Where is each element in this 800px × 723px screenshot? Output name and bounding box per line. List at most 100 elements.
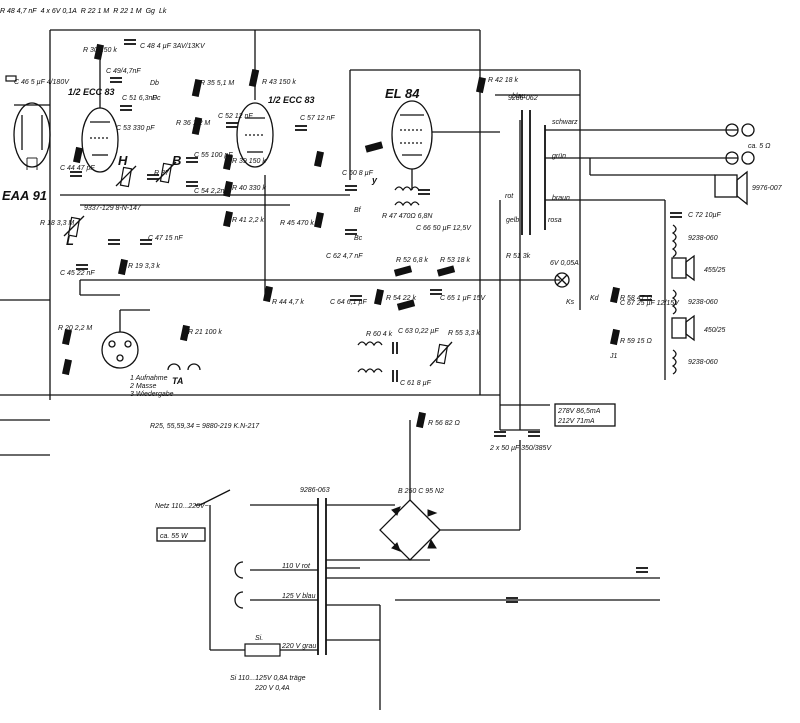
label-b: B — [172, 153, 181, 168]
r54-label: R 54 22 k — [386, 295, 416, 302]
spk-cap-label: C 72 10µF — [688, 212, 722, 219]
c53-label: C 53 330 pF — [116, 125, 155, 132]
r20-label: R 20 2,2 M — [58, 325, 92, 332]
wire-rot: rot — [505, 193, 514, 200]
wire-rosa: rosa — [548, 217, 562, 224]
fuse-spec-1: Si 110...125V 0,8A träge — [230, 675, 306, 682]
ta-pin-1: 1 Aufnahme — [130, 375, 168, 382]
r53-label: R 53 18 k — [440, 257, 470, 264]
fuse — [244, 643, 281, 657]
c68-69-label: 2 x 50 µF 350/385V — [489, 445, 552, 452]
rated-label: ca. 55 W — [160, 533, 189, 540]
tap-220: 220 V grau — [281, 643, 316, 650]
c61-label: C 61 8 µF — [400, 380, 432, 387]
tube-el84 — [391, 100, 500, 190]
voltage-boxes — [554, 403, 616, 427]
ta-connector — [101, 309, 201, 371]
r21-label: R 21 100 k — [188, 329, 222, 336]
c47-label: C 47 15 nF — [148, 235, 183, 242]
left-label-r22a: R 22 1 M — [80, 8, 110, 15]
voltage-b1: 278V 86,5mA — [557, 408, 601, 415]
main-rails — [0, 29, 581, 456]
c51-label: C 51 6,3nF — [122, 95, 157, 102]
label-bc: Bc — [354, 235, 363, 242]
c62-label: C 62 4,7 nF — [326, 253, 363, 260]
output-transformer — [521, 110, 720, 380]
left-label-lk: Lk — [158, 8, 167, 15]
coil1-label: 9337-129 8-N-147 — [84, 205, 142, 212]
rated-box — [156, 527, 206, 542]
tube-eaa91-label: EAA 91 — [2, 188, 47, 203]
c63-label: C 63 0,22 µF — [398, 328, 439, 335]
c64-label: C 64 6,1 µF — [330, 299, 367, 306]
r47-label: R 47 470Ω 6,8N — [382, 213, 433, 220]
label-db: Db — [150, 80, 159, 87]
r35-label: R 35 5,1 M — [200, 80, 234, 87]
capacitors — [70, 39, 682, 603]
tube-ecc83-a — [81, 60, 119, 173]
c66-label: C 66 50 µF 12,5V — [416, 225, 472, 232]
pilot-lamp — [554, 272, 570, 288]
r36-label: R 36 1,2 M — [176, 120, 210, 127]
power-transformer — [195, 489, 660, 710]
ta-pin-2: 2 Masse — [129, 383, 157, 390]
r19-label: R 19 3,3 k — [128, 263, 160, 270]
output-xfmr-label: 9286-062 — [508, 95, 538, 102]
wire-braun: braun — [552, 195, 570, 202]
pilot-lamp-label: 6V 0,05A — [550, 260, 579, 267]
r56-label: R 56 82 Ω — [428, 420, 460, 427]
label-bf: Bf — [354, 207, 362, 214]
r48-label: R 48 4,7 nF — [0, 8, 37, 15]
r44-label: R 44 4,7 k — [272, 299, 304, 306]
r41-label: R 41 2,2 k — [232, 217, 264, 224]
potentiometers — [63, 161, 453, 367]
r18-label: R 18 3,3 M — [40, 220, 74, 227]
wire-gruen: grün — [552, 153, 566, 160]
label-kd: Kd — [590, 295, 600, 302]
rectifier-label: B 250 C 95 N2 — [398, 488, 444, 495]
component-labels: R 30 150 k C 48 4 µF 3AV/13KV C 49/4,7nF… — [40, 43, 680, 452]
power-xfmr-label: 9286-063 — [300, 487, 330, 494]
wire-gelb: gelb — [506, 217, 519, 224]
c65-label: C 65 1 µF 15V — [440, 295, 486, 302]
r58-label: R 58 47 Ω — [620, 295, 652, 302]
spk6-label: 9238-060 — [688, 359, 718, 366]
left-label-gg: Gg — [145, 8, 155, 15]
r43-label: R 43 150 k — [262, 79, 296, 86]
c46-label: C 46 5 µF 4/180V — [14, 79, 70, 86]
c44-label: C 44 47 pF — [60, 165, 95, 172]
r45-label: R 45 470 k — [280, 220, 314, 227]
r42-label: R 42 18 k — [488, 77, 518, 84]
spk4-label: 9238-060 — [688, 299, 718, 306]
tube-ecc83-b-label: 1/2 ECC 83 — [268, 95, 315, 105]
c52-label: C 52 12 nF — [218, 113, 253, 120]
r37-label: R 37 — [154, 170, 170, 177]
c49-label: C 49/4,7nF — [106, 68, 141, 75]
label-l: L — [66, 233, 74, 248]
r59-label: R 59 15 Ω — [620, 338, 652, 345]
label-ta: TA — [172, 376, 183, 386]
label-ks: Ks — [566, 299, 575, 306]
r40-label: R 40 330 k — [232, 185, 266, 192]
speaker-terminals — [720, 123, 755, 165]
r39-label: R 39 150 k — [232, 158, 266, 165]
tap-125: 125 V blau — [282, 593, 316, 600]
tap-110: 110 V rot — [282, 563, 311, 570]
voltage-b2: 212V 71mA — [557, 418, 595, 425]
wire-blau: blau — [512, 93, 525, 100]
spk3-label: 455/25 — [704, 267, 726, 274]
resistors-upper — [62, 43, 620, 429]
heater-label: 4 x 6V 0,1A — [40, 8, 77, 15]
r30-label: R 30 150 k — [83, 47, 117, 54]
inductors — [357, 186, 677, 375]
label-j1: J1 — [609, 353, 618, 360]
mains-label: Netz 110...220V~ — [155, 503, 209, 510]
resistors-horizontal — [364, 141, 456, 311]
c54-label: C 54 2,2nF — [194, 188, 229, 195]
reference-note: R25, 55,59,34 = 9880-219 K.N-217 — [150, 423, 260, 430]
ta-pin-3: 3 Wiedergabe — [130, 391, 174, 398]
fuse-spec-2: 220 V 0,4A — [254, 685, 290, 692]
c45-label: C 45 22 nF — [60, 270, 95, 277]
